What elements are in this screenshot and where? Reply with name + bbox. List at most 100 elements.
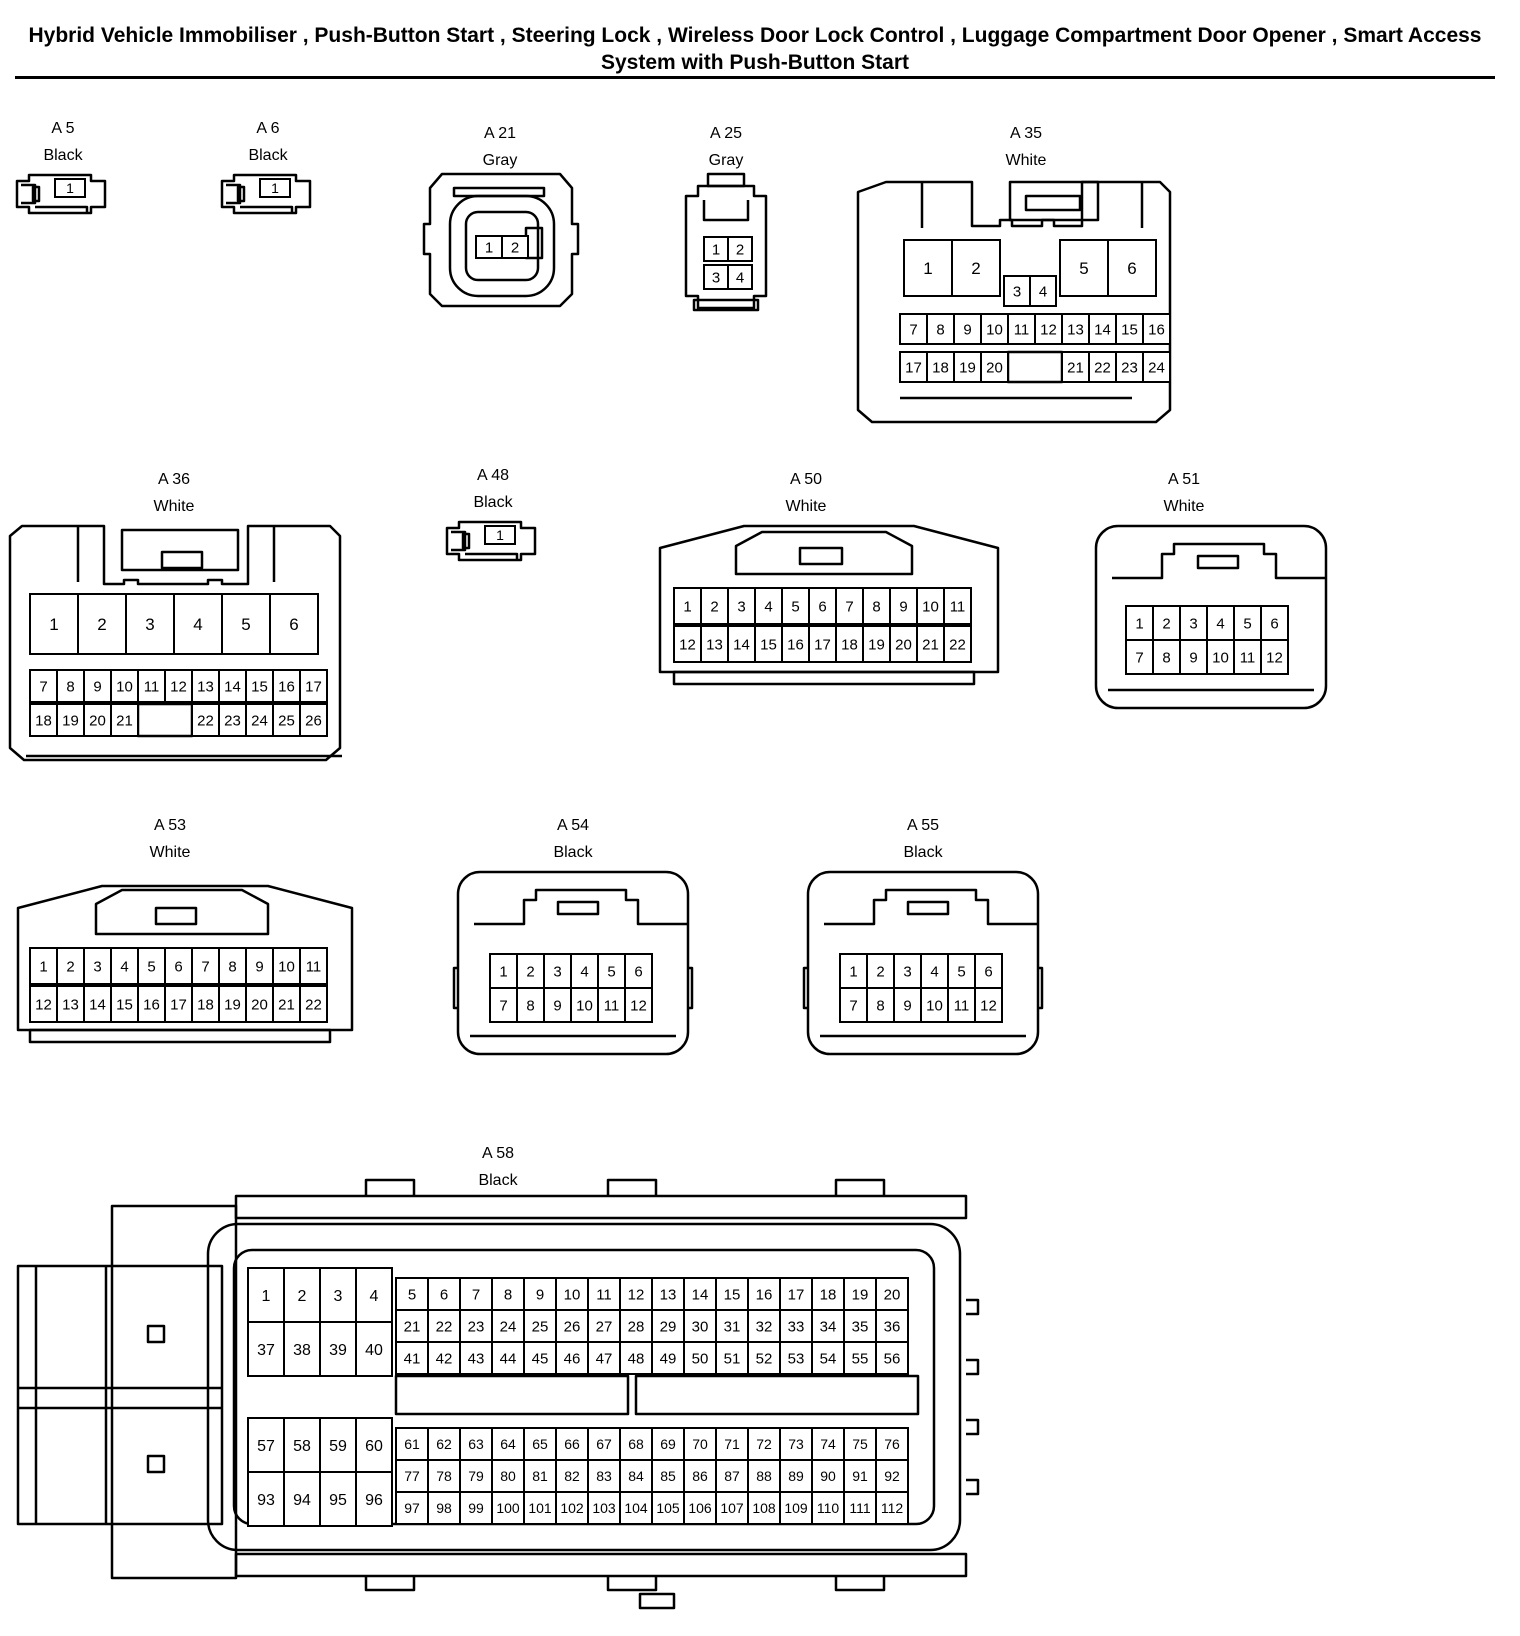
pin-number: 102 bbox=[560, 1500, 584, 1516]
pin-cell bbox=[523, 1309, 557, 1343]
pin-cell bbox=[624, 953, 653, 989]
pin-cell bbox=[926, 351, 955, 383]
pin-number: 17 bbox=[170, 996, 187, 1013]
connector-bottom-rail bbox=[234, 1552, 968, 1578]
pin-number: 4 bbox=[930, 963, 938, 980]
connector-side-key bbox=[452, 966, 694, 1010]
pin-number: 16 bbox=[787, 636, 804, 653]
pin-cell bbox=[489, 987, 518, 1023]
pin-cell bbox=[926, 313, 955, 345]
pin-cell bbox=[1206, 605, 1235, 641]
connector-lock-tab bbox=[798, 546, 844, 566]
pin-cell bbox=[1061, 351, 1090, 383]
pin-number: 11 bbox=[1240, 649, 1256, 666]
pin-number: 9 bbox=[536, 1286, 544, 1303]
pin-cell bbox=[1142, 351, 1171, 383]
pin-number: 2 bbox=[66, 958, 74, 975]
pin-cell bbox=[555, 1459, 589, 1493]
connector-housing bbox=[220, 173, 312, 215]
pin-cell bbox=[491, 1309, 525, 1343]
pin-number: 18 bbox=[820, 1286, 837, 1303]
pin-number: 9 bbox=[255, 958, 263, 975]
pin-number: 47 bbox=[596, 1350, 613, 1367]
pin-number: 24 bbox=[1148, 359, 1165, 376]
pin-cell bbox=[899, 313, 928, 345]
pin-number: 103 bbox=[592, 1500, 616, 1516]
connector-housing bbox=[15, 173, 107, 215]
pin-number: 19 bbox=[224, 996, 241, 1013]
pin-number: 3 bbox=[712, 269, 720, 286]
pin-number: 83 bbox=[596, 1468, 612, 1484]
pin-number: 20 bbox=[895, 636, 912, 653]
connector-lock-tab bbox=[461, 532, 471, 550]
pin-number: 70 bbox=[692, 1436, 708, 1452]
pin-number: 8 bbox=[526, 997, 534, 1014]
pin-number: 7 bbox=[39, 678, 47, 695]
connector-side-key bbox=[802, 966, 1044, 1010]
pin-cell bbox=[587, 1309, 621, 1343]
pin-number: 9 bbox=[899, 598, 907, 615]
connector-label: A 55 bbox=[907, 817, 939, 834]
connector-latch bbox=[120, 528, 240, 572]
connector-color: White bbox=[786, 498, 827, 515]
connector-housing bbox=[445, 520, 537, 562]
connector-rib bbox=[28, 1028, 332, 1044]
pin-cell bbox=[77, 593, 127, 655]
pin-number: 66 bbox=[564, 1436, 580, 1452]
pin-cell bbox=[624, 987, 653, 1023]
pin-number: 5 bbox=[791, 598, 799, 615]
pin-number: 12 bbox=[1040, 321, 1057, 338]
connector-color: White bbox=[1164, 498, 1205, 515]
pin-number: 9 bbox=[963, 321, 971, 338]
pin-cell bbox=[953, 351, 982, 383]
pin-number: 72 bbox=[756, 1436, 772, 1452]
pin-number: 54 bbox=[820, 1350, 837, 1367]
pin-number: 80 bbox=[500, 1468, 516, 1484]
pin-number: 21 bbox=[922, 636, 939, 653]
pin-number: 85 bbox=[660, 1468, 676, 1484]
pin-cell bbox=[164, 669, 193, 703]
pin-number: 76 bbox=[884, 1436, 900, 1452]
pin-number: 82 bbox=[564, 1468, 580, 1484]
pin-cell bbox=[619, 1491, 653, 1525]
pin-number: 57 bbox=[257, 1438, 275, 1455]
pin-number: 49 bbox=[660, 1350, 677, 1367]
page-title: Hybrid Vehicle Immobiliser , Push-Button… bbox=[28, 24, 1482, 74]
pin-number: 14 bbox=[224, 678, 241, 695]
pin-number: 8 bbox=[228, 958, 236, 975]
pin-cell bbox=[875, 1491, 909, 1525]
pin-cell bbox=[651, 1491, 685, 1525]
pin-cell bbox=[889, 625, 918, 663]
pin-cell bbox=[673, 625, 702, 663]
connector-socket bbox=[464, 210, 540, 282]
pin-number: 4 bbox=[193, 615, 202, 634]
connector-lock-tab bbox=[160, 550, 204, 570]
pin-cell bbox=[920, 987, 949, 1023]
pin-number: 32 bbox=[756, 1318, 773, 1335]
connector-rib bbox=[465, 552, 519, 560]
pin-cell bbox=[173, 593, 223, 655]
connector-blank-slot bbox=[394, 1374, 630, 1416]
pin-number: 25 bbox=[278, 712, 295, 729]
pin-number: 10 bbox=[278, 958, 295, 975]
connector-color: Black bbox=[478, 1172, 518, 1189]
pin-cell bbox=[427, 1341, 461, 1375]
pin-number: 23 bbox=[1121, 359, 1138, 376]
pin-cell bbox=[893, 987, 922, 1023]
connector-lever-hole bbox=[146, 1324, 166, 1344]
pin-number: 13 bbox=[660, 1286, 677, 1303]
pin-number: 1 bbox=[485, 239, 493, 256]
pin-cell bbox=[459, 1491, 493, 1525]
pin-cell bbox=[808, 625, 837, 663]
pin-number: 2 bbox=[971, 259, 980, 278]
connector-housing bbox=[206, 1222, 962, 1552]
pin-cell bbox=[191, 703, 220, 737]
pin-cell bbox=[811, 1277, 845, 1311]
pin-number: 6 bbox=[289, 615, 298, 634]
pin-cell bbox=[843, 1341, 877, 1375]
pin-number: 48 bbox=[628, 1350, 645, 1367]
pin-number: 11 bbox=[604, 997, 620, 1014]
pin-number: 19 bbox=[852, 1286, 869, 1303]
pin-cell bbox=[1034, 313, 1063, 345]
pin-number: 98 bbox=[436, 1500, 452, 1516]
